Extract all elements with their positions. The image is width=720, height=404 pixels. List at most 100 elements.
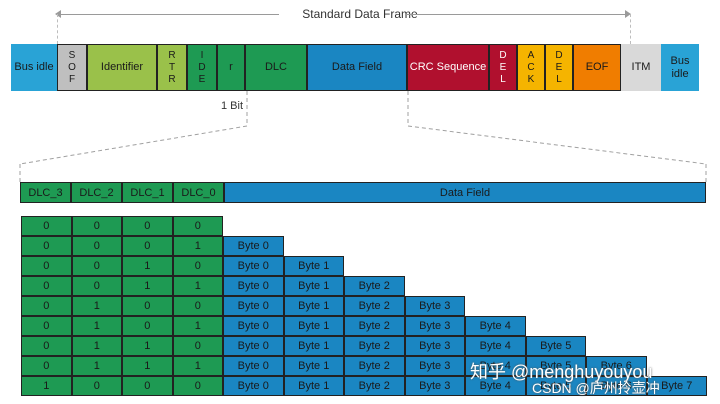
dlc-bit-cell: 1 bbox=[122, 276, 173, 296]
data-byte-cell: Byte 1 bbox=[283, 316, 344, 336]
dlc0-header: DLC_0 bbox=[173, 182, 224, 203]
data-byte-cell: Byte 3 bbox=[404, 296, 465, 316]
frame-field-identifier: Identifier bbox=[87, 44, 157, 91]
dlc-bit-cell: 0 bbox=[172, 216, 223, 236]
one-bit-label: 1 Bit bbox=[221, 100, 244, 112]
frame-field-r-bit: r bbox=[217, 44, 245, 91]
data-byte-cell: Byte 3 bbox=[404, 316, 465, 336]
data-byte-cell: Byte 4 bbox=[465, 356, 526, 376]
dlc3-header: DLC_3 bbox=[20, 182, 71, 203]
frame-range-arrow-right bbox=[625, 10, 631, 18]
data-byte-cell: Byte 1 bbox=[283, 256, 344, 276]
data-byte-cell: Byte 2 bbox=[344, 276, 405, 296]
zoom-guide-right bbox=[407, 125, 707, 165]
data-byte-cell: Byte 4 bbox=[465, 376, 526, 396]
data-byte-cell: Byte 2 bbox=[344, 336, 405, 356]
frame-field-dlc: DLC bbox=[245, 44, 307, 91]
zoom-guides bbox=[19, 91, 707, 182]
dlc-bit-cell: 0 bbox=[71, 376, 122, 396]
frame-field-crc-sequence: CRC Sequence bbox=[407, 44, 489, 91]
dlc-bit-cell: 0 bbox=[21, 216, 72, 236]
data-byte-cell: Byte 4 bbox=[465, 336, 526, 356]
data-byte-cell: Byte 2 bbox=[344, 356, 405, 376]
data-byte-cell: Byte 7 bbox=[646, 376, 707, 396]
dlc-bit-cell: 0 bbox=[21, 336, 72, 356]
dlc-bit-cell: 0 bbox=[21, 356, 72, 376]
data-byte-cell: Byte 1 bbox=[283, 336, 344, 356]
frame-field-data-field: Data Field bbox=[307, 44, 407, 91]
data-byte-cell: Byte 6 bbox=[586, 376, 647, 396]
dlc-bit-cell: 0 bbox=[71, 236, 122, 256]
frame-range-arrow-left bbox=[55, 10, 61, 18]
frame-field-itm: ITM bbox=[621, 44, 661, 91]
dlc-bit-cell: 1 bbox=[71, 296, 122, 316]
frame-field-bus-idle-end: Bus idle bbox=[661, 44, 699, 91]
data-byte-cell: Byte 3 bbox=[404, 356, 465, 376]
data-byte-cell: Byte 0 bbox=[223, 376, 284, 396]
dlc-bit-cell: 0 bbox=[122, 376, 173, 396]
dlc-bit-cell: 0 bbox=[122, 216, 173, 236]
dlc-bit-cell: 0 bbox=[122, 316, 173, 336]
frame-range-line-left bbox=[57, 14, 279, 15]
dlc-bit-cell: 0 bbox=[172, 336, 223, 356]
frame-field-eof: EOF bbox=[573, 44, 621, 91]
dlc-bit-cell: 0 bbox=[172, 256, 223, 276]
data-field-header: Data Field bbox=[224, 182, 706, 203]
watermark-csdn: CSDN @庐州拎壶冲 bbox=[532, 380, 660, 396]
frame-field-bus-idle-start: Bus idle bbox=[11, 44, 57, 91]
dlc-bit-cell: 1 bbox=[122, 256, 173, 276]
dlc-data-header-row: DLC_3 DLC_2 DLC_1 DLC_0 Data Field bbox=[20, 182, 706, 203]
dlc-bit-cell: 1 bbox=[122, 356, 173, 376]
data-byte-cell: Byte 0 bbox=[223, 296, 284, 316]
dlc-bit-cell: 0 bbox=[172, 376, 223, 396]
data-byte-cell: Byte 1 bbox=[283, 296, 344, 316]
data-byte-cell: Byte 3 bbox=[404, 336, 465, 356]
dlc-bit-cell: 0 bbox=[122, 296, 173, 316]
data-byte-cell: Byte 5 bbox=[525, 336, 586, 356]
dlc-bit-cell: 1 bbox=[71, 336, 122, 356]
data-byte-cell: Byte 0 bbox=[223, 276, 284, 296]
watermark-zhihu: 知乎 @menghuyouyou bbox=[470, 362, 653, 382]
dlc-bit-cell: 0 bbox=[21, 256, 72, 276]
dlc-bit-cell: 0 bbox=[172, 296, 223, 316]
dlc-bit-cell: 1 bbox=[122, 336, 173, 356]
dlc-bit-cell: 0 bbox=[71, 216, 122, 236]
dlc-bit-cell: 0 bbox=[21, 236, 72, 256]
data-byte-cell: Byte 2 bbox=[344, 296, 405, 316]
data-byte-cell: Byte 0 bbox=[223, 356, 284, 376]
data-byte-cell: Byte 3 bbox=[404, 376, 465, 396]
data-byte-cell: Byte 1 bbox=[283, 376, 344, 396]
data-byte-cell: Byte 5 bbox=[525, 376, 586, 396]
data-byte-cell: Byte 4 bbox=[465, 316, 526, 336]
zoom-guide-left bbox=[19, 125, 248, 165]
data-byte-cell: Byte 0 bbox=[223, 336, 284, 356]
data-byte-cell: Byte 2 bbox=[344, 376, 405, 396]
dlc-bit-cell: 0 bbox=[21, 296, 72, 316]
dlc2-header: DLC_2 bbox=[71, 182, 122, 203]
frame-range-tick-right bbox=[630, 14, 632, 44]
dlc-bit-cell: 1 bbox=[71, 356, 122, 376]
dlc-bit-cell: 1 bbox=[21, 376, 72, 396]
dlc-bit-cell: 0 bbox=[21, 316, 72, 336]
frame-range-tick-left bbox=[57, 14, 59, 44]
dlc-bit-cell: 1 bbox=[71, 316, 122, 336]
dlc1-header: DLC_1 bbox=[122, 182, 173, 203]
data-byte-cell: Byte 0 bbox=[223, 256, 284, 276]
dlc-bit-cell: 1 bbox=[172, 236, 223, 256]
